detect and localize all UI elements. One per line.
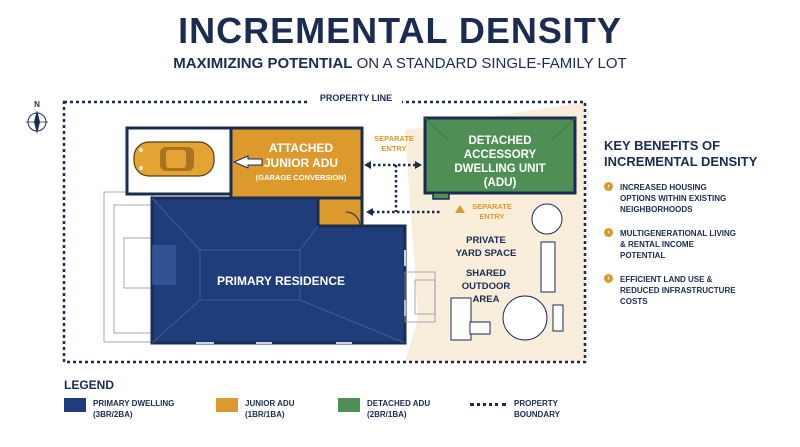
benefit-line: REDUCED INFRASTRUCTURE bbox=[620, 286, 736, 295]
arrow-head-right bbox=[415, 161, 422, 169]
benefit-line: INCREASED HOUSING bbox=[620, 183, 707, 192]
subtitle-rest: ON A STANDARD SINGLE-FAMILY LOT bbox=[352, 55, 627, 72]
separate-entry-1-line2: ENTRY bbox=[381, 144, 406, 153]
benefit-line: POTENTIAL bbox=[620, 251, 666, 260]
detached-adu-label-3: DWELLING UNIT bbox=[454, 163, 545, 175]
benefit-line: MULTIGENERATIONAL LIVING bbox=[620, 229, 736, 238]
outdoor-label-1: SHARED bbox=[466, 268, 506, 279]
legend-item-property-boundary: PROPERTY BOUNDARY bbox=[470, 398, 560, 420]
benefit-line: EFFICIENT LAND USE & bbox=[620, 275, 713, 284]
separate-entry-2-line2: ENTRY bbox=[479, 212, 504, 221]
benefit-line: OPTIONS WITHIN EXISTING bbox=[620, 194, 727, 203]
conversion-arrow-icon bbox=[232, 155, 263, 169]
page-subtitle: MAXIMIZING POTENTIAL ON A STANDARD SINGL… bbox=[0, 55, 800, 72]
legend-sublabel: (1BR/1BA) bbox=[245, 410, 285, 419]
legend-item-junior-adu: JUNIOR ADU (1BR/1BA) bbox=[216, 398, 294, 420]
legend-swatch-detached-adu bbox=[338, 398, 360, 412]
benefit-line: & RENTAL INCOME bbox=[620, 240, 694, 249]
yard-furniture bbox=[450, 203, 564, 341]
yard-label-1: PRIVATE bbox=[466, 235, 506, 246]
yard-label-2: YARD SPACE bbox=[456, 248, 517, 259]
detached-adu-label-2: ACCESSORY bbox=[464, 149, 537, 161]
benefit-line: COSTS bbox=[620, 297, 648, 306]
separate-entry-2-line1: SEPARATE bbox=[472, 202, 512, 211]
primary-residence bbox=[150, 196, 407, 345]
primary-residence-label: PRIMARY RESIDENCE bbox=[217, 274, 345, 288]
page-title: INCREMENTAL DENSITY bbox=[178, 10, 622, 51]
detached-adu-label-4: (ADU) bbox=[484, 177, 517, 189]
legend-text: DETACHED ADU (2BR/1BA) bbox=[367, 398, 430, 420]
legend-title: LEGEND bbox=[64, 378, 115, 392]
legend-sublabel: (3BR/2BA) bbox=[93, 410, 133, 419]
property-line-label: PROPERTY LINE bbox=[320, 93, 392, 103]
outdoor-label-2: OUTDOOR bbox=[462, 281, 511, 292]
chevron-right-icon: › bbox=[604, 228, 613, 237]
subtitle-emphasis: MAXIMIZING POTENTIAL bbox=[173, 55, 353, 72]
detached-adu-label-1: DETACHED bbox=[468, 135, 531, 147]
property-line-label-bg bbox=[310, 91, 402, 105]
legend-sublabel: BOUNDARY bbox=[514, 410, 560, 419]
rear-steps bbox=[404, 271, 436, 323]
chevron-right-icon: › bbox=[604, 274, 613, 283]
primary-side-entry bbox=[152, 245, 176, 285]
legend-sublabel: (2BR/1BA) bbox=[367, 410, 407, 419]
car-icon bbox=[133, 141, 215, 177]
legend-text: PROPERTY BOUNDARY bbox=[514, 398, 560, 420]
compass-n: N bbox=[34, 100, 40, 109]
junior-adu-entry-room bbox=[316, 196, 364, 228]
north-compass-icon: N bbox=[26, 100, 48, 134]
junior-adu-label-1: ATTACHED bbox=[269, 141, 334, 155]
benefit-line: NEIGHBORHOODS bbox=[620, 205, 693, 214]
arrow-head-down-left bbox=[366, 208, 373, 216]
detached-roof-lines bbox=[424, 117, 576, 141]
separate-entry-1-line1: SEPARATE bbox=[374, 134, 414, 143]
junior-adu-note: (GARAGE CONVERSION) bbox=[256, 173, 347, 182]
legend-label: JUNIOR ADU bbox=[245, 399, 295, 408]
legend-item-primary: PRIMARY DWELLING (3BR/2BA) bbox=[64, 398, 174, 420]
outdoor-label-3: AREA bbox=[473, 294, 500, 305]
detached-adu bbox=[423, 116, 577, 195]
entry-door-swing bbox=[345, 211, 361, 227]
legend-label: PRIMARY DWELLING bbox=[93, 399, 175, 408]
benefits-heading-line2: INCREMENTAL DENSITY bbox=[604, 154, 758, 169]
arrow-head-left bbox=[364, 161, 371, 169]
legend-swatch-primary bbox=[64, 398, 86, 412]
entry-path-arrows-icon bbox=[368, 163, 440, 214]
chevron-right-icon: › bbox=[604, 182, 613, 191]
legend-dotted-line bbox=[470, 403, 506, 409]
benefit-item: › MULTIGENERATIONAL LIVING & RENTAL INCO… bbox=[604, 228, 784, 261]
legend-text: JUNIOR ADU (1BR/1BA) bbox=[245, 398, 294, 420]
benefit-item: › INCREASED HOUSING OPTIONS WITHIN EXIST… bbox=[604, 182, 784, 215]
legend-item-detached-adu: DETACHED ADU (2BR/1BA) bbox=[338, 398, 430, 420]
detached-adu-entry bbox=[432, 192, 450, 200]
benefits-heading-line1: KEY BENEFITS OF bbox=[604, 138, 721, 153]
side-porch-outline bbox=[103, 191, 153, 343]
arrow-head-up bbox=[455, 205, 465, 213]
benefit-item: › EFFICIENT LAND USE & REDUCED INFRASTRU… bbox=[604, 274, 784, 307]
junior-adu-label-2: JUNIOR ADU bbox=[264, 156, 338, 170]
legend-swatch-junior-adu bbox=[216, 398, 238, 412]
legend-text: PRIMARY DWELLING (3BR/2BA) bbox=[93, 398, 174, 420]
legend-label: DETACHED ADU bbox=[367, 399, 431, 408]
roof-lines bbox=[151, 197, 406, 344]
legend-label: PROPERTY bbox=[514, 399, 559, 408]
